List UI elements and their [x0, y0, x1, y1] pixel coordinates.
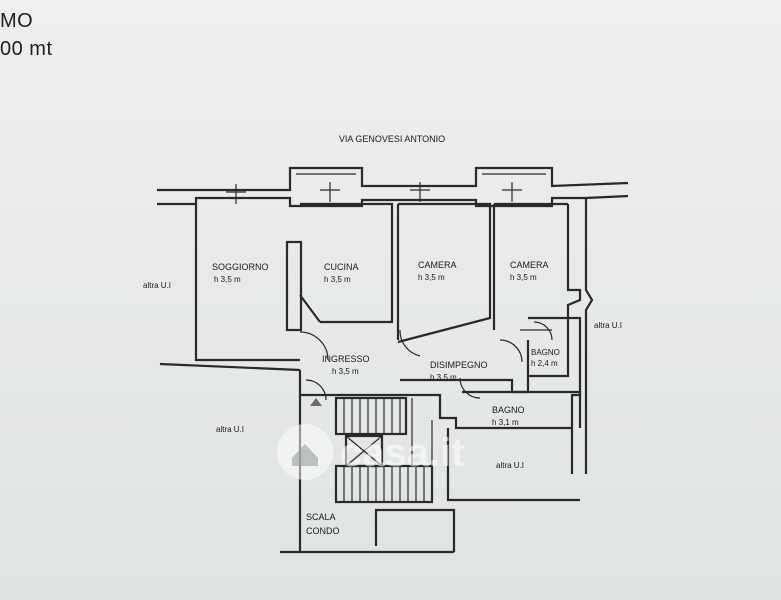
- stair-block: [280, 395, 580, 554]
- watermark-logo: casa.it: [277, 424, 465, 480]
- stair-label-line-1: SCALA: [306, 512, 336, 522]
- header-line-1: MO: [0, 10, 34, 32]
- room-camera-1-name: CAMERA: [418, 260, 457, 270]
- room-cucina-name: CUCINA: [324, 262, 359, 272]
- room-bagno-2-name: BAGNO: [492, 405, 525, 415]
- neighbor-unit-west: altra U.I: [143, 281, 171, 290]
- neighbor-unit-south: altra U.I: [496, 461, 524, 470]
- neighbor-unit-southwest: altra U.I: [216, 425, 244, 434]
- room-disimpegno-name: DISIMPEGNO: [430, 360, 488, 370]
- room-cucina-height: h 3,5 m: [324, 275, 351, 284]
- header-line-2: 00 mt: [0, 38, 53, 60]
- neighbor-unit-east: altra U.I: [594, 321, 622, 330]
- room-camera-2-name: CAMERA: [510, 260, 549, 270]
- room-ingresso-name: INGRESSO: [322, 354, 370, 364]
- room-walls: [159, 202, 582, 430]
- room-bagno-1-height: h 2,4 m: [531, 359, 558, 368]
- room-camera-1-height: h 3,5 m: [418, 273, 445, 282]
- room-bagno-2-height: h 3,1 m: [492, 418, 519, 427]
- street-label: VIA GENOVESI ANTONIO: [339, 134, 445, 144]
- room-soggiorno-height: h 3,5 m: [214, 275, 241, 284]
- watermark-text: casa.it: [340, 431, 465, 475]
- room-labels: SOGGIORNO h 3,5 m CUCINA h 3,5 m CAMERA …: [143, 260, 622, 536]
- stair-label-line-2: CONDO: [306, 526, 340, 536]
- room-disimpegno-height: h 3,5 m: [430, 373, 457, 382]
- facade-wall: [157, 166, 629, 208]
- house-icon: [292, 444, 318, 466]
- room-camera-2-height: h 3,5 m: [510, 273, 537, 282]
- room-ingresso-height: h 3,5 m: [332, 367, 359, 376]
- door-swings: [299, 321, 553, 401]
- right-exterior-wall: [566, 198, 594, 474]
- room-soggiorno-name: SOGGIORNO: [212, 262, 269, 272]
- room-bagno-1-name: BAGNO: [531, 348, 560, 357]
